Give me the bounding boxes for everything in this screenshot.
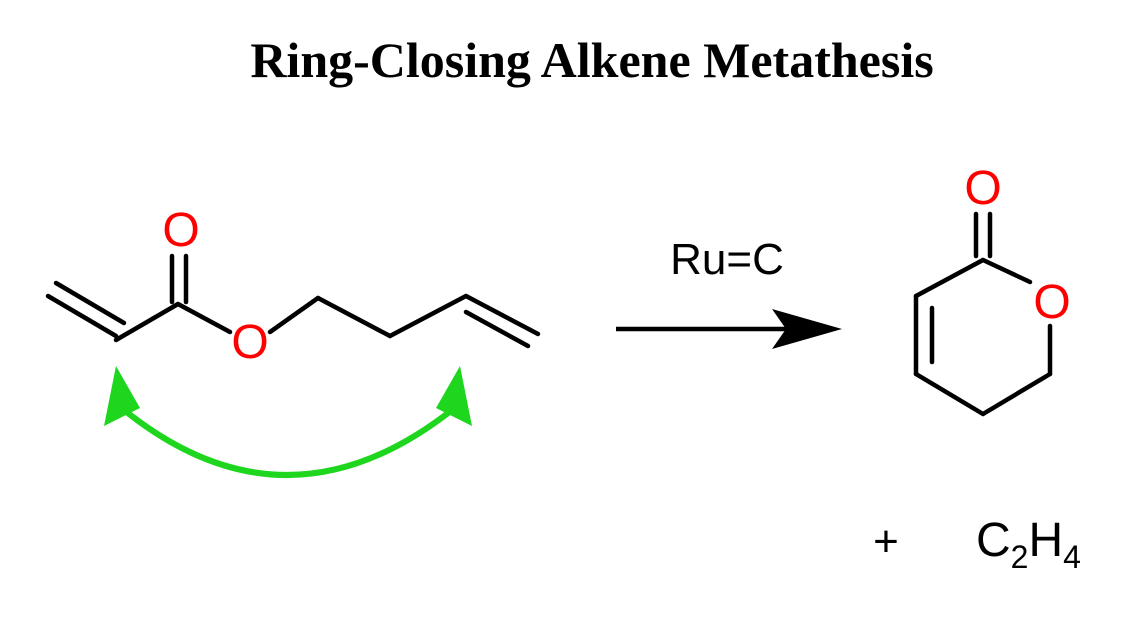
reactant-molecule (45, 253, 541, 349)
bond-vinyl-double-a (45, 293, 119, 339)
reaction-arrow (616, 309, 842, 349)
bond-terminal-double-b (463, 309, 531, 349)
bond-ch2-allyl (387, 293, 469, 339)
product-molecule (913, 211, 1053, 417)
lactone-carbonyl-oxygen-label: O (964, 162, 1001, 215)
scheme-title: Ring-Closing Alkene Metathesis (250, 32, 933, 88)
plus-sign: + (873, 517, 899, 566)
ethylene-c-subscript: 2 (1011, 539, 1029, 575)
ethylene-formula: C2H4 (976, 514, 1081, 575)
bond-ch2-ch2 (315, 295, 393, 339)
ethylene-c: C (976, 514, 1011, 567)
bond-vinyl-carbonyl (113, 301, 181, 343)
bond-vinyl-double-b (53, 280, 127, 326)
ethylene-h: H (1028, 514, 1063, 567)
ethylene-h-subscript: 4 (1063, 539, 1081, 575)
bond-ring-c5-c6 (980, 371, 1053, 417)
ring-closure-arrow (104, 366, 472, 478)
arrowhead-right (436, 366, 472, 426)
arrowhead-left (104, 366, 140, 426)
carbonyl-oxygen-label: O (162, 204, 199, 257)
reaction-arrow-head (772, 309, 842, 349)
ring-closure-arc (122, 407, 454, 478)
bond-carbonyl-ester-o (175, 301, 233, 335)
bond-ring-c2-c3 (913, 257, 986, 299)
bond-ring-o-c2 (980, 257, 1033, 285)
bond-ring-c4-c5 (913, 371, 986, 417)
ring-oxygen-label: O (1033, 276, 1070, 329)
bond-terminal-double-a (463, 293, 541, 337)
catalyst-label: Ru=C (670, 235, 784, 284)
ester-oxygen-label: O (231, 316, 268, 369)
bond-ester-o-ch2 (267, 295, 321, 335)
